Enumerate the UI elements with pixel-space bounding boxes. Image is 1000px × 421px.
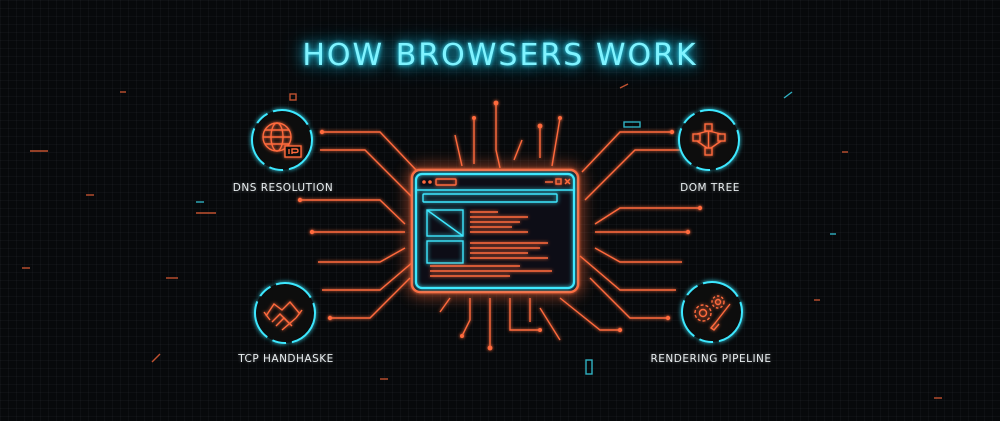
node-dom-tree: [678, 109, 740, 171]
globe-ip-icon: [262, 122, 302, 158]
gears-brush-icon: [694, 295, 731, 331]
page-title: HOW BROWSERS WORK: [302, 38, 698, 73]
node-dns-resolution: [251, 109, 313, 171]
label-dns-resolution: DNS RESOLUTION: [232, 182, 334, 194]
circuit-traces: [300, 103, 700, 348]
decor-dashes: [22, 83, 942, 399]
browser-window-icon: [407, 165, 583, 297]
label-rendering-pipeline: RENDERING PIPELINE: [650, 353, 772, 365]
trace-endpoints: [297, 100, 703, 351]
node-rendering-pipeline: [681, 281, 743, 343]
handshake-icon: [263, 300, 303, 331]
label-dom-tree: DOM TREE: [680, 182, 740, 194]
label-tcp-handshake: TCP HANDHASKE: [238, 353, 334, 365]
node-tcp-handshake: [254, 282, 316, 344]
tree-nodes-icon: [692, 123, 726, 156]
